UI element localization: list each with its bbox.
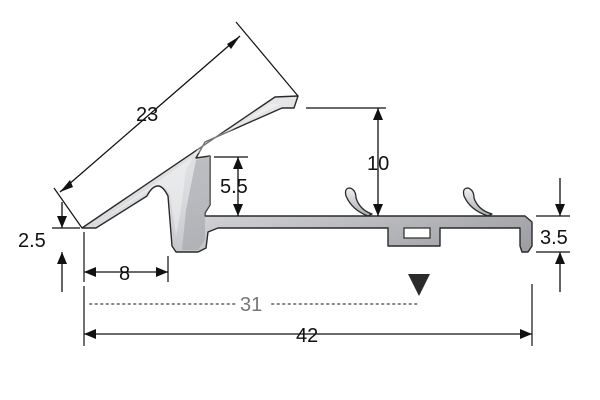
dim-label-cover: 31 <box>240 294 262 316</box>
dimension-total: 42 <box>83 284 533 347</box>
dimension-slope: 23 <box>53 21 299 229</box>
dimension-lip: 2.5 <box>18 202 80 292</box>
dimension-inner-height: 5.5 <box>214 156 248 216</box>
dim-label-height: 10 <box>367 153 389 175</box>
dim-label-foot: 8 <box>119 263 130 285</box>
dimension-foot: 8 <box>83 232 169 285</box>
dimension-cover: 31 <box>89 274 430 316</box>
down-triangle-icon <box>408 274 430 296</box>
aluminium-profile <box>81 95 533 253</box>
profile-groove <box>403 227 431 239</box>
dim-label-slope: 23 <box>136 104 158 126</box>
dimension-height: 10 <box>306 107 389 216</box>
profile-hook-right <box>462 187 493 217</box>
dim-label-total: 42 <box>296 325 318 347</box>
dim-label-end: 3.5 <box>540 227 568 249</box>
dim-label-lip: 2.5 <box>18 230 46 252</box>
profile-hook-left <box>344 187 373 217</box>
dim-label-inner-height: 5.5 <box>220 176 248 198</box>
dimension-end: 3.5 <box>536 178 570 292</box>
profile-web-shade <box>182 156 210 250</box>
